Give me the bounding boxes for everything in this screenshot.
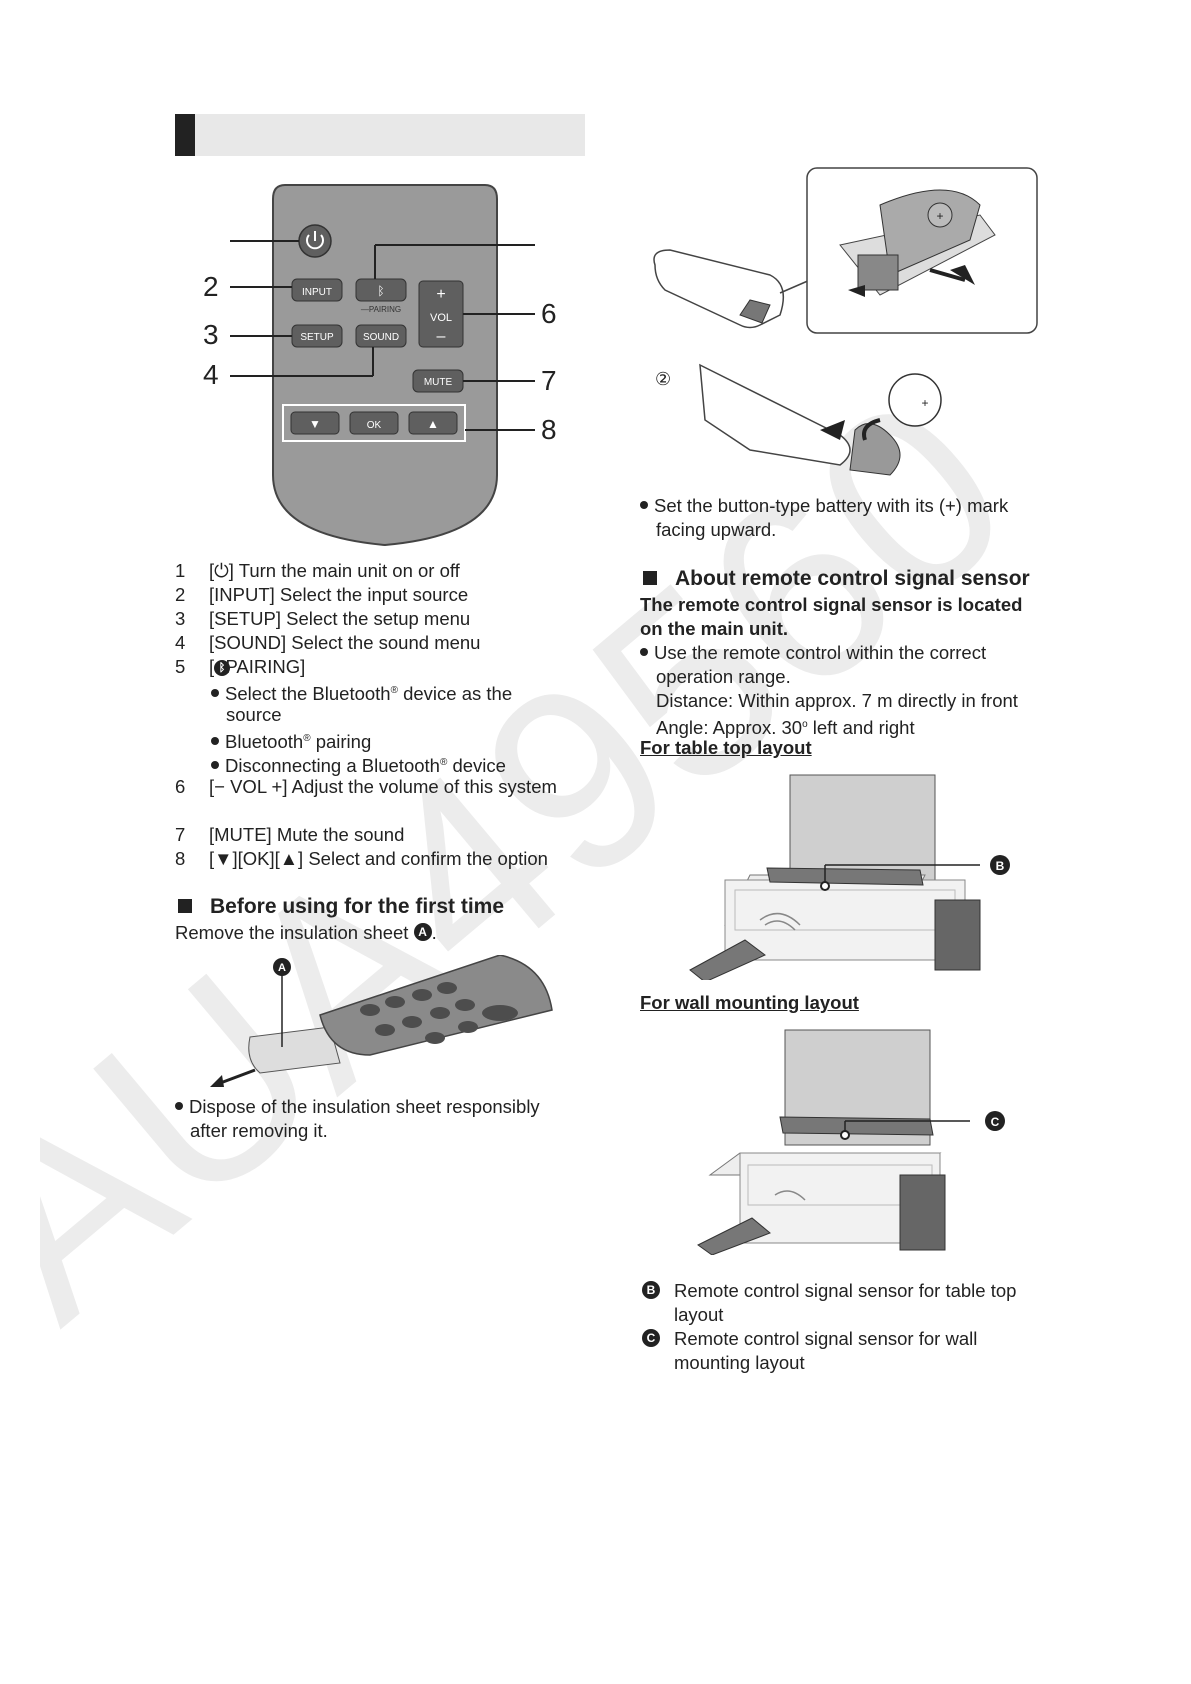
callout-8: 8	[541, 414, 557, 445]
battery-bullet: Set the button-type battery with its (+)…	[640, 494, 1008, 518]
callout-4: 4	[203, 359, 219, 390]
func-text-7: [MUTE] Mute the sound	[209, 823, 404, 847]
table-top-diagram: B	[685, 770, 1015, 980]
legend-c-text: Remote control signal sensor for wall	[674, 1327, 977, 1351]
mute-button-label: MUTE	[424, 377, 453, 388]
vol-plus: +	[436, 286, 445, 303]
legend-b-text: Remote control signal sensor for table t…	[674, 1279, 1016, 1303]
setup-button-label: SETUP	[300, 332, 334, 343]
up-button-label: ▲	[427, 417, 439, 431]
sensor-point	[841, 1131, 849, 1139]
bluetooth-icon: ᛒ	[377, 284, 384, 298]
sensor-bold-2: on the main unit.	[640, 617, 788, 641]
svg-text:+: +	[936, 209, 943, 223]
dispose-bullet: Dispose of the insulation sheet responsi…	[175, 1095, 540, 1119]
first-time-heading: Before using for the first time	[178, 895, 504, 919]
callout-7: 7	[541, 365, 557, 396]
table-top-heading: For table top layout	[640, 737, 812, 759]
wall-mount-diagram: C	[690, 1025, 1020, 1255]
sensor-bullet: Use the remote control within the correc…	[640, 641, 986, 665]
sensor-bullet-cont: operation range.	[656, 665, 791, 689]
vol-minus: –	[437, 328, 446, 345]
battery-insert-diagram: ② +	[650, 355, 950, 485]
bluetooth-icon: ᛒ	[214, 660, 230, 676]
func-text-4: [SOUND] Select the sound menu	[209, 631, 480, 655]
marker-a: A	[414, 923, 432, 941]
func-text-6: [− VOL +] Adjust the volume of this syst…	[209, 775, 557, 799]
callout-3: 3	[203, 319, 219, 350]
section-header-tab	[175, 114, 195, 156]
insulation-sheet-diagram: A	[200, 955, 570, 1090]
soundbar	[780, 1117, 933, 1135]
marker-a-label: A	[278, 962, 286, 974]
callout-2: 2	[203, 271, 219, 302]
insulation-sheet	[249, 1027, 340, 1073]
pairing-label: —PAIRING	[361, 305, 401, 314]
func-num-7: 7	[175, 823, 200, 847]
soundbar	[767, 868, 923, 885]
marker-b: B	[642, 1281, 660, 1299]
input-button-label: INPUT	[302, 287, 332, 298]
svg-text:+: +	[921, 396, 928, 410]
vol-label: VOL	[430, 312, 452, 324]
sensor-heading: About remote control signal sensor	[643, 567, 1030, 591]
legend-b: B	[642, 1279, 660, 1303]
func-num-5: 5	[175, 655, 200, 679]
subwoofer	[900, 1175, 945, 1250]
battery-removal-diagram: +	[650, 165, 1050, 340]
remote-small	[698, 1218, 770, 1255]
func-num-6: 6	[175, 775, 200, 799]
ok-button-label: OK	[367, 420, 382, 431]
battery-bullet-cont: facing upward.	[656, 518, 776, 542]
func-num-4: 4	[175, 631, 200, 655]
func-num-2: 2	[175, 583, 200, 607]
marker-c-label: C	[991, 1115, 1000, 1129]
func-text-1: [⏻] Turn the main unit on or off	[209, 559, 460, 583]
sensor-distance: Distance: Within approx. 7 m directly in…	[656, 689, 1018, 713]
marker-c: C	[642, 1329, 660, 1347]
legend-c-text-cont: mounting layout	[674, 1351, 805, 1375]
wall-heading: For wall mounting layout	[640, 992, 859, 1014]
func-num-8: 8	[175, 847, 200, 871]
step-2-label: ②	[655, 369, 671, 390]
legend-b-text-cont: layout	[674, 1303, 723, 1327]
subwoofer	[935, 900, 980, 970]
sensor-bold-1: The remote control signal sensor is loca…	[640, 593, 1022, 617]
sound-button-label: SOUND	[363, 332, 399, 343]
section-header-bar	[175, 114, 585, 156]
down-button-label: ▼	[309, 417, 321, 431]
func-text-3: [SETUP] Select the setup menu	[209, 607, 470, 631]
pull-arrow	[210, 1075, 224, 1087]
func-num-3: 3	[175, 607, 200, 631]
legend-c: C	[642, 1327, 660, 1351]
coin-battery	[889, 374, 941, 426]
func-text-8: [▼][OK][▲] Select and confirm the option	[209, 847, 548, 871]
sensor-point	[821, 882, 829, 890]
dispose-bullet-cont: after removing it.	[190, 1119, 328, 1143]
callout-6: 6	[541, 298, 557, 329]
func-num-1: 1	[175, 559, 200, 583]
pairing-bullet-1-cont: source	[226, 703, 282, 727]
marker-b-label: B	[996, 859, 1005, 873]
remote-diagram: INPUT ᛒ —PAIRING + VOL – SETUP SOUND MUT…	[175, 175, 595, 555]
first-time-text: Remove the insulation sheet A.	[175, 921, 437, 945]
func-text-2: [INPUT] Select the input source	[209, 583, 468, 607]
